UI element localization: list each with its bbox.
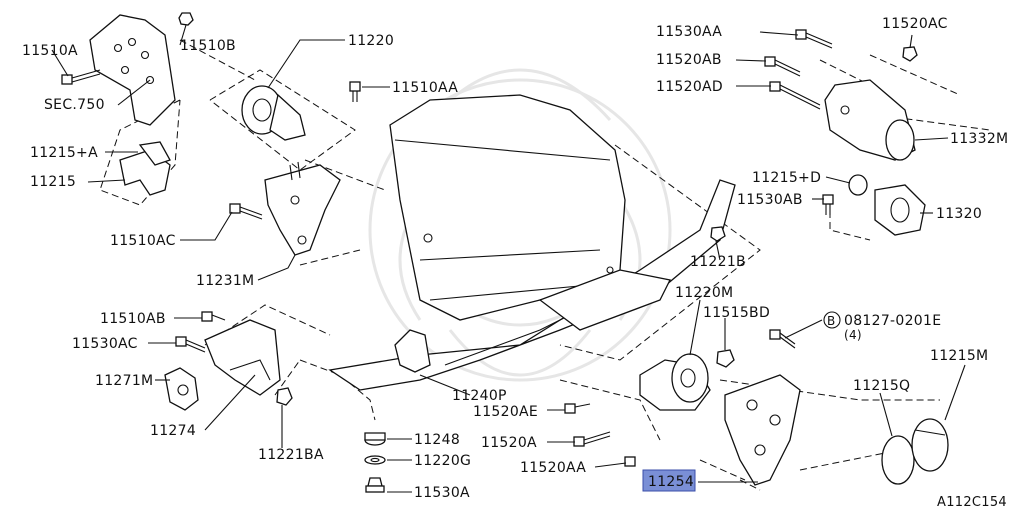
bracket-11274	[204, 319, 281, 396]
label-11530AC[interactable]: 11530AC	[72, 336, 138, 352]
washer-11215D	[848, 174, 868, 196]
label-11221B[interactable]: 11221B	[690, 254, 746, 270]
bolt-11510AB	[201, 311, 226, 322]
label-11520AD[interactable]: 11520AD	[656, 79, 723, 95]
label-11510AA[interactable]: 11510AA	[392, 80, 458, 96]
bolt-11520AD	[769, 81, 821, 110]
label-11510A[interactable]: 11510A	[22, 43, 78, 59]
label-11510B[interactable]: 11510B	[180, 38, 236, 54]
bolt-11520AE	[564, 403, 591, 414]
nut-11520AC	[902, 46, 918, 62]
bolt-11510AC	[229, 203, 263, 220]
svg-text:B: B	[827, 314, 836, 328]
mount-11220M	[639, 353, 711, 411]
label-11320[interactable]: 11320	[936, 206, 982, 222]
bolt-11530AB	[822, 194, 834, 215]
bracket-11510B	[89, 14, 176, 126]
label-11520AC[interactable]: 11520AC	[882, 16, 948, 32]
nut-11515BD	[716, 349, 735, 368]
leader-lines	[51, 24, 966, 493]
bolt-11510AA	[349, 81, 361, 102]
bracket-11254	[724, 374, 801, 486]
label-11248[interactable]: 11248	[414, 432, 460, 448]
label-11231M[interactable]: 11231M	[196, 273, 254, 289]
pad-11215Q	[881, 435, 915, 485]
label-11520AA[interactable]: 11520AA	[520, 460, 586, 476]
label-08127-0201E[interactable]: 08127-0201E	[844, 313, 941, 329]
label-11215-plus-a[interactable]: 11215+A	[30, 145, 98, 161]
nut-11221BA	[276, 387, 293, 406]
bolt-08127	[769, 329, 796, 349]
bolt-symbol-badge: B	[823, 311, 841, 329]
highlight-11254	[642, 469, 696, 492]
nut-11510B	[178, 12, 194, 26]
label-sec750[interactable]: SEC.750	[44, 97, 105, 113]
bolt-11520AA	[624, 456, 636, 467]
crossmember-11240P	[328, 179, 736, 391]
diagram-code: A112C154	[937, 495, 1007, 510]
label-11520AE[interactable]: 11520AE	[473, 404, 538, 420]
pad-11215	[119, 141, 171, 196]
label-11520A[interactable]: 11520A	[481, 435, 537, 451]
label-11271M[interactable]: 11271M	[95, 373, 153, 389]
mount-11271M	[164, 367, 199, 411]
nut-11221B	[710, 226, 726, 242]
mount-11220	[241, 85, 306, 141]
label-11254[interactable]: 11254	[648, 474, 694, 490]
label-11220G[interactable]: 11220G	[414, 453, 471, 469]
label-08127-qty: (4)	[844, 328, 862, 342]
bushing-11248	[364, 432, 386, 446]
label-11274[interactable]: 11274	[150, 423, 196, 439]
bolt-11530A	[365, 477, 385, 493]
bracket-11231M	[264, 161, 341, 256]
bolt-11520A	[573, 431, 611, 447]
label-11220[interactable]: 11220	[348, 33, 394, 49]
label-11215-plus-d[interactable]: 11215+D	[752, 170, 821, 186]
label-11515BD[interactable]: 11515BD	[703, 305, 770, 321]
label-11220M[interactable]: 11220M	[675, 285, 733, 301]
label-11510AB[interactable]: 11510AB	[100, 311, 166, 327]
washer-11220G	[364, 455, 386, 465]
pad-11215M	[911, 418, 949, 472]
mount-11320	[874, 184, 926, 236]
label-11221BA[interactable]: 11221BA	[258, 447, 324, 463]
label-11215M[interactable]: 11215M	[930, 348, 988, 364]
label-11510AC[interactable]: 11510AC	[110, 233, 176, 249]
bracket-11332M	[824, 79, 916, 161]
bolt-11510A	[61, 69, 101, 85]
label-11332M[interactable]: 11332M	[950, 131, 1008, 147]
label-11530AB[interactable]: 11530AB	[737, 192, 803, 208]
label-11240P[interactable]: 11240P	[452, 388, 507, 404]
label-11215[interactable]: 11215	[30, 174, 76, 190]
bolt-11520AB	[764, 56, 801, 77]
label-11215Q[interactable]: 11215Q	[853, 378, 910, 394]
label-11530AA[interactable]: 11530AA	[656, 24, 722, 40]
bolt-11530AA	[795, 29, 833, 49]
bolt-11530AC	[175, 336, 206, 353]
label-11520AB[interactable]: 11520AB	[656, 52, 722, 68]
label-11530A[interactable]: 11530A	[414, 485, 470, 501]
